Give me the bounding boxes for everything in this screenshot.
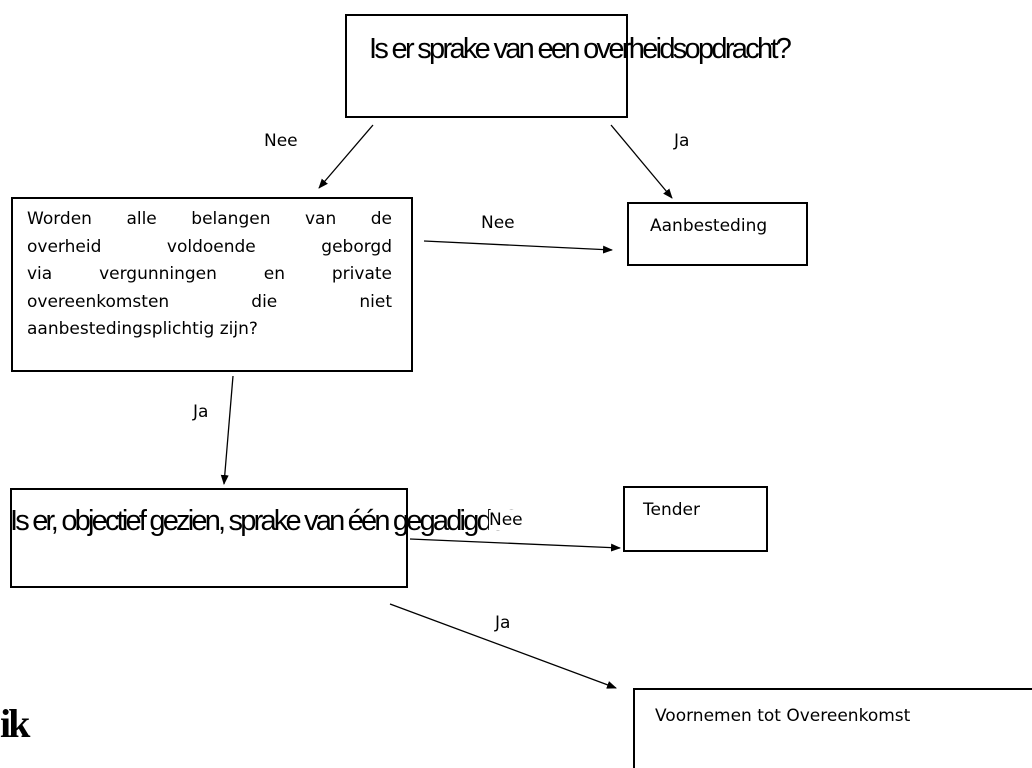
edge-label-q1-no: Nee xyxy=(264,131,298,151)
question-line: aanbestedingsplichtig zijn? xyxy=(27,319,258,339)
question-line: Worden alle belangen van de xyxy=(27,209,392,229)
question-box-overheidsopdracht xyxy=(345,14,628,118)
edge-label-q1-yes: Ja xyxy=(674,131,690,151)
arrow-q1-no xyxy=(318,124,374,189)
edge-label-q3-no: Nee xyxy=(489,510,537,530)
question-line: via vergunningen en private xyxy=(27,264,392,284)
cropped-text-fragment: ik xyxy=(0,701,30,746)
question-text-overheidsopdracht: Is er sprake van een overheidsopdracht? xyxy=(369,33,792,65)
edge-label-q3-yes: Ja xyxy=(495,613,511,633)
question-box-belangen xyxy=(11,197,413,372)
outcome-text-overeenkomst: Voornemen tot Overeenkomst xyxy=(655,706,911,726)
outcome-text-aanbesteding: Aanbesteding xyxy=(650,216,768,236)
outcome-box-tender xyxy=(623,486,768,552)
arrow-q3-no xyxy=(409,538,621,552)
arrow-q3-yes xyxy=(389,603,617,689)
question-box-gegadigde xyxy=(10,488,408,588)
question-line: overeenkomsten die niet xyxy=(27,291,392,312)
outcome-text-tender: Tender xyxy=(643,500,700,520)
question-text-belangen: Worden alle belangen van de overheid vol… xyxy=(27,206,392,344)
arrow-q2-yes xyxy=(220,375,234,485)
question-line: overheid voldoende geborgd xyxy=(27,236,392,257)
outcome-box-overeenkomst xyxy=(633,688,1032,768)
outcome-box-aanbesteding xyxy=(627,202,808,266)
edge-label-q2-no: Nee xyxy=(481,213,515,233)
edge-label-q2-yes: Ja xyxy=(193,402,209,422)
arrow-q1-yes xyxy=(610,124,673,199)
question-text-gegadigde: Is er, objectief gezien, sprake van één … xyxy=(10,505,519,537)
arrow-q2-no xyxy=(423,240,613,254)
